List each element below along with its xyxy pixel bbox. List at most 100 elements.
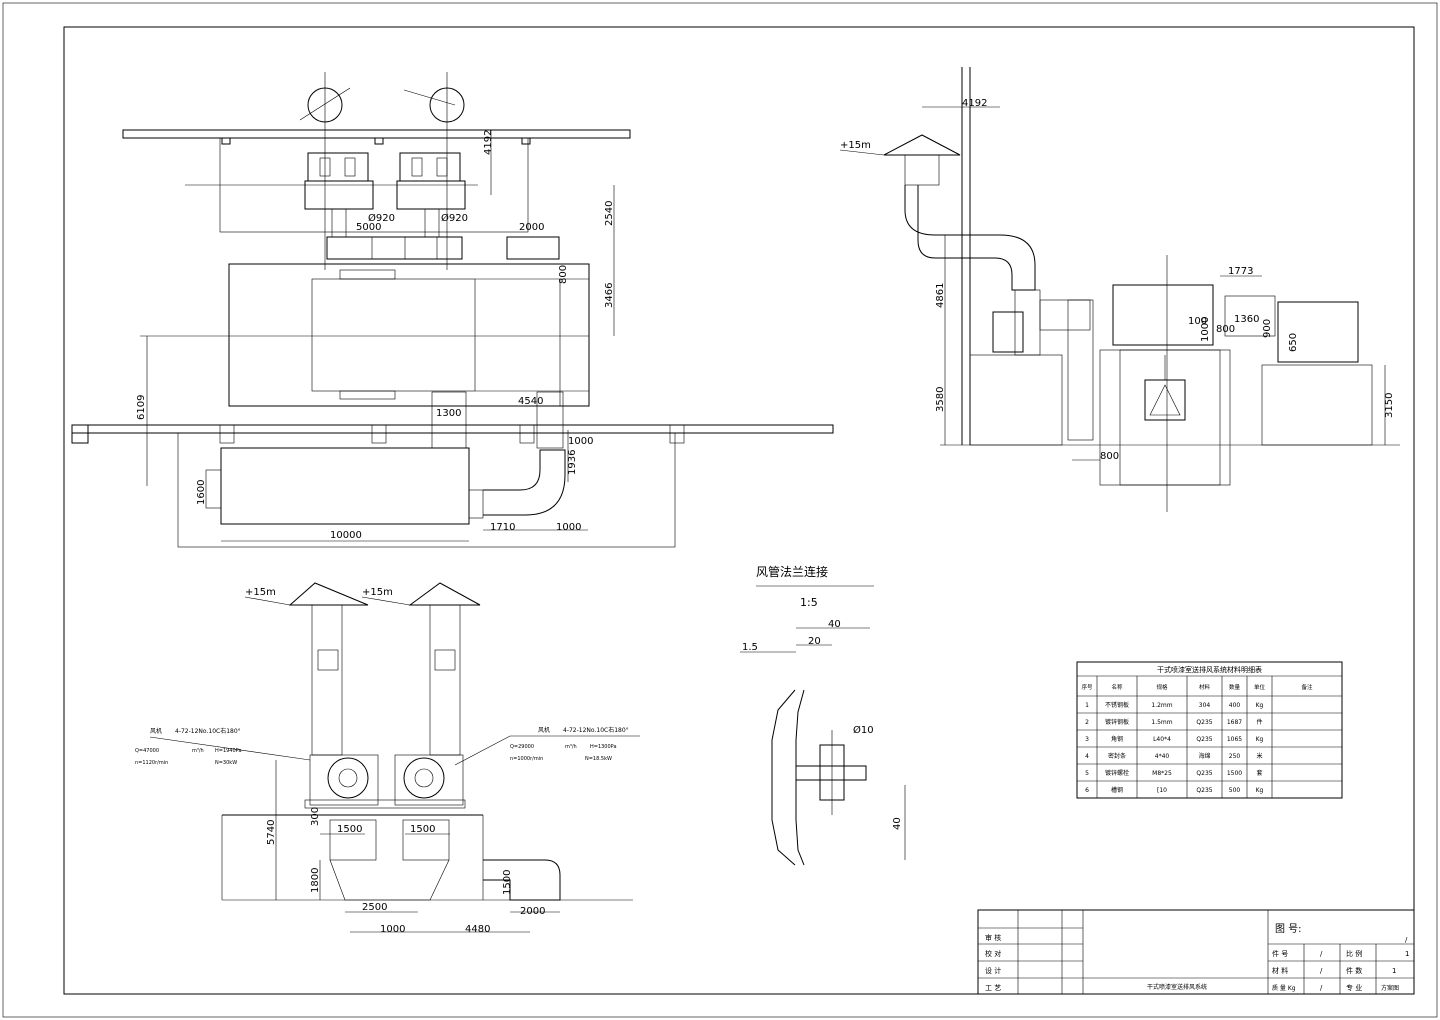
dim-1710: 1710 <box>490 522 515 533</box>
front-fan-1 <box>327 757 369 799</box>
fan2-title: 风机 <box>538 726 550 734</box>
table-cell: 500 <box>1229 787 1241 794</box>
inner-frame <box>63 26 1415 995</box>
fan2-q-unit: m³/h <box>565 744 577 750</box>
table-cell: 角钢 <box>1111 735 1123 743</box>
front-dim-1000: 1000 <box>380 924 405 935</box>
side-dim-1773: 1773 <box>1228 266 1253 277</box>
side-dim-3150: 3150 <box>1384 393 1395 418</box>
table-cell: 套 <box>1256 769 1262 777</box>
plan-view: 4192 2540 3466 800 6109 1300 4540 1000 1… <box>71 72 834 548</box>
drawing-name: 干式喷漆室送排风系统 <box>1147 983 1207 991</box>
flange-detail: 风管法兰连接 1:5 40 20 1.5 Ø10 40 <box>740 564 906 866</box>
flange-dim-1-5: 1.5 <box>742 642 758 653</box>
front-dim-2000: 2000 <box>520 906 545 917</box>
table-header: 序号 <box>1081 683 1093 691</box>
front-dim-1500a: 1500 <box>337 824 362 835</box>
table-cell: 1.5mm <box>1151 719 1172 726</box>
dim-4540: 4540 <box>518 396 543 407</box>
flange-title: 风管法兰连接 <box>756 564 828 579</box>
dim-1936: 1936 <box>567 450 578 475</box>
flange-dim-40a: 40 <box>828 619 841 630</box>
dim-10000: 10000 <box>330 530 362 541</box>
fan2-power: N=18.5kW <box>585 756 612 762</box>
side-dim-800: 800 <box>1100 451 1119 462</box>
table-cell: Q235 <box>1196 787 1212 794</box>
label-check: 校 对 <box>985 949 1001 958</box>
fan1-power: N=30kW <box>215 760 237 766</box>
dim-2000: 2000 <box>519 222 544 233</box>
table-cell: 2 <box>1085 719 1089 726</box>
side-dim-1360: 1360 <box>1234 314 1259 325</box>
side-dim-650: 650 <box>1288 333 1299 352</box>
flange-dim-40b: 40 <box>892 817 903 830</box>
title-block: 图 号: / 审 核 校 对 设 计 工 艺 干式喷漆室送排风系统 件 号 / … <box>977 909 1415 995</box>
dim-800: 800 <box>558 265 569 284</box>
fan1-h: H=1940Pa <box>215 748 242 754</box>
flange-scale: 1:5 <box>800 596 818 609</box>
fan2-model: 4-72-12No.10C右180° <box>563 726 629 734</box>
fan1-q: Q=47000 <box>135 748 159 754</box>
side-dim-4861: 4861 <box>935 283 946 308</box>
front-dim-1800: 1800 <box>310 868 321 893</box>
table-cell: 密封条 <box>1108 752 1126 760</box>
fan-unit-1 <box>307 152 369 182</box>
table-cell: 4 <box>1085 753 1089 760</box>
cell-piece-no-val: / <box>1320 950 1323 958</box>
cell-major: 专 业 <box>1346 983 1362 992</box>
table-cell: 海绵 <box>1198 752 1210 760</box>
table-cell: L40*4 <box>1153 736 1171 743</box>
side-dim-4192: 4192 <box>962 98 987 109</box>
cell-scale-val: 1 <box>1405 950 1409 958</box>
fan2-n: n=1000r/min <box>510 756 543 762</box>
table-cell: Kg <box>1256 787 1264 794</box>
table-cell: Kg <box>1256 702 1264 709</box>
dim-5000: 5000 <box>356 222 381 233</box>
spray-booth <box>228 263 590 407</box>
fan-unit-2 <box>399 152 461 182</box>
label-review: 审 核 <box>985 933 1001 942</box>
table-cell: Q235 <box>1196 736 1212 743</box>
table-header: 规格 <box>1156 683 1168 691</box>
side-booth <box>1112 284 1214 346</box>
dim-2540: 2540 <box>604 201 615 226</box>
label-process: 工 艺 <box>985 984 1001 992</box>
dim-1600: 1600 <box>196 480 207 505</box>
cell-major-val: 方案图 <box>1381 984 1399 992</box>
fan2-h: H=1300Pa <box>590 744 617 750</box>
dim-1000a: 1000 <box>568 436 593 447</box>
table-cell: 4*40 <box>1155 753 1170 760</box>
cell-material-val: / <box>1320 967 1323 975</box>
table-cell: 1687 <box>1227 719 1242 726</box>
table-cell: 1.2mm <box>1151 702 1172 709</box>
cell-piece-no: 件 号 <box>1272 949 1288 958</box>
fan1-title: 风机 <box>150 727 162 735</box>
table-header: 数量 <box>1229 683 1241 691</box>
drawing-no-label: 图 号: <box>1275 923 1302 935</box>
table-cell: 件 <box>1256 718 1262 726</box>
table-cell: 5 <box>1085 770 1089 777</box>
dim-1000b: 1000 <box>556 522 581 533</box>
flange-dim-phi10: Ø10 <box>853 724 874 736</box>
fan2-q: Q=29000 <box>510 744 534 750</box>
table-cell: 1 <box>1085 702 1089 709</box>
side-dim-3580: 3580 <box>935 387 946 412</box>
side-dim-100: 100 <box>1188 316 1207 327</box>
table-cell: 槽钢 <box>1111 786 1123 794</box>
table-cell: 米 <box>1256 752 1262 760</box>
table-cell: M8*25 <box>1152 770 1172 777</box>
table-cell: 6 <box>1085 787 1089 794</box>
dim-phi920-1: Ø920 <box>368 212 395 224</box>
table-cell: 304 <box>1199 702 1211 709</box>
cell-weight-val: / <box>1320 984 1323 992</box>
side-elevation: +15m <box>840 140 871 151</box>
side-view: +15m 4192 4861 3580 800 1773 1360 1000 1… <box>839 67 1400 512</box>
table-cell: Kg <box>1256 736 1264 743</box>
table-header: 材料 <box>1199 683 1211 691</box>
front-elev-1: +15m <box>245 587 276 598</box>
side-dim-800b: 800 <box>1216 324 1235 335</box>
fan1-model: 4-72-12No.10C右180° <box>175 727 241 735</box>
